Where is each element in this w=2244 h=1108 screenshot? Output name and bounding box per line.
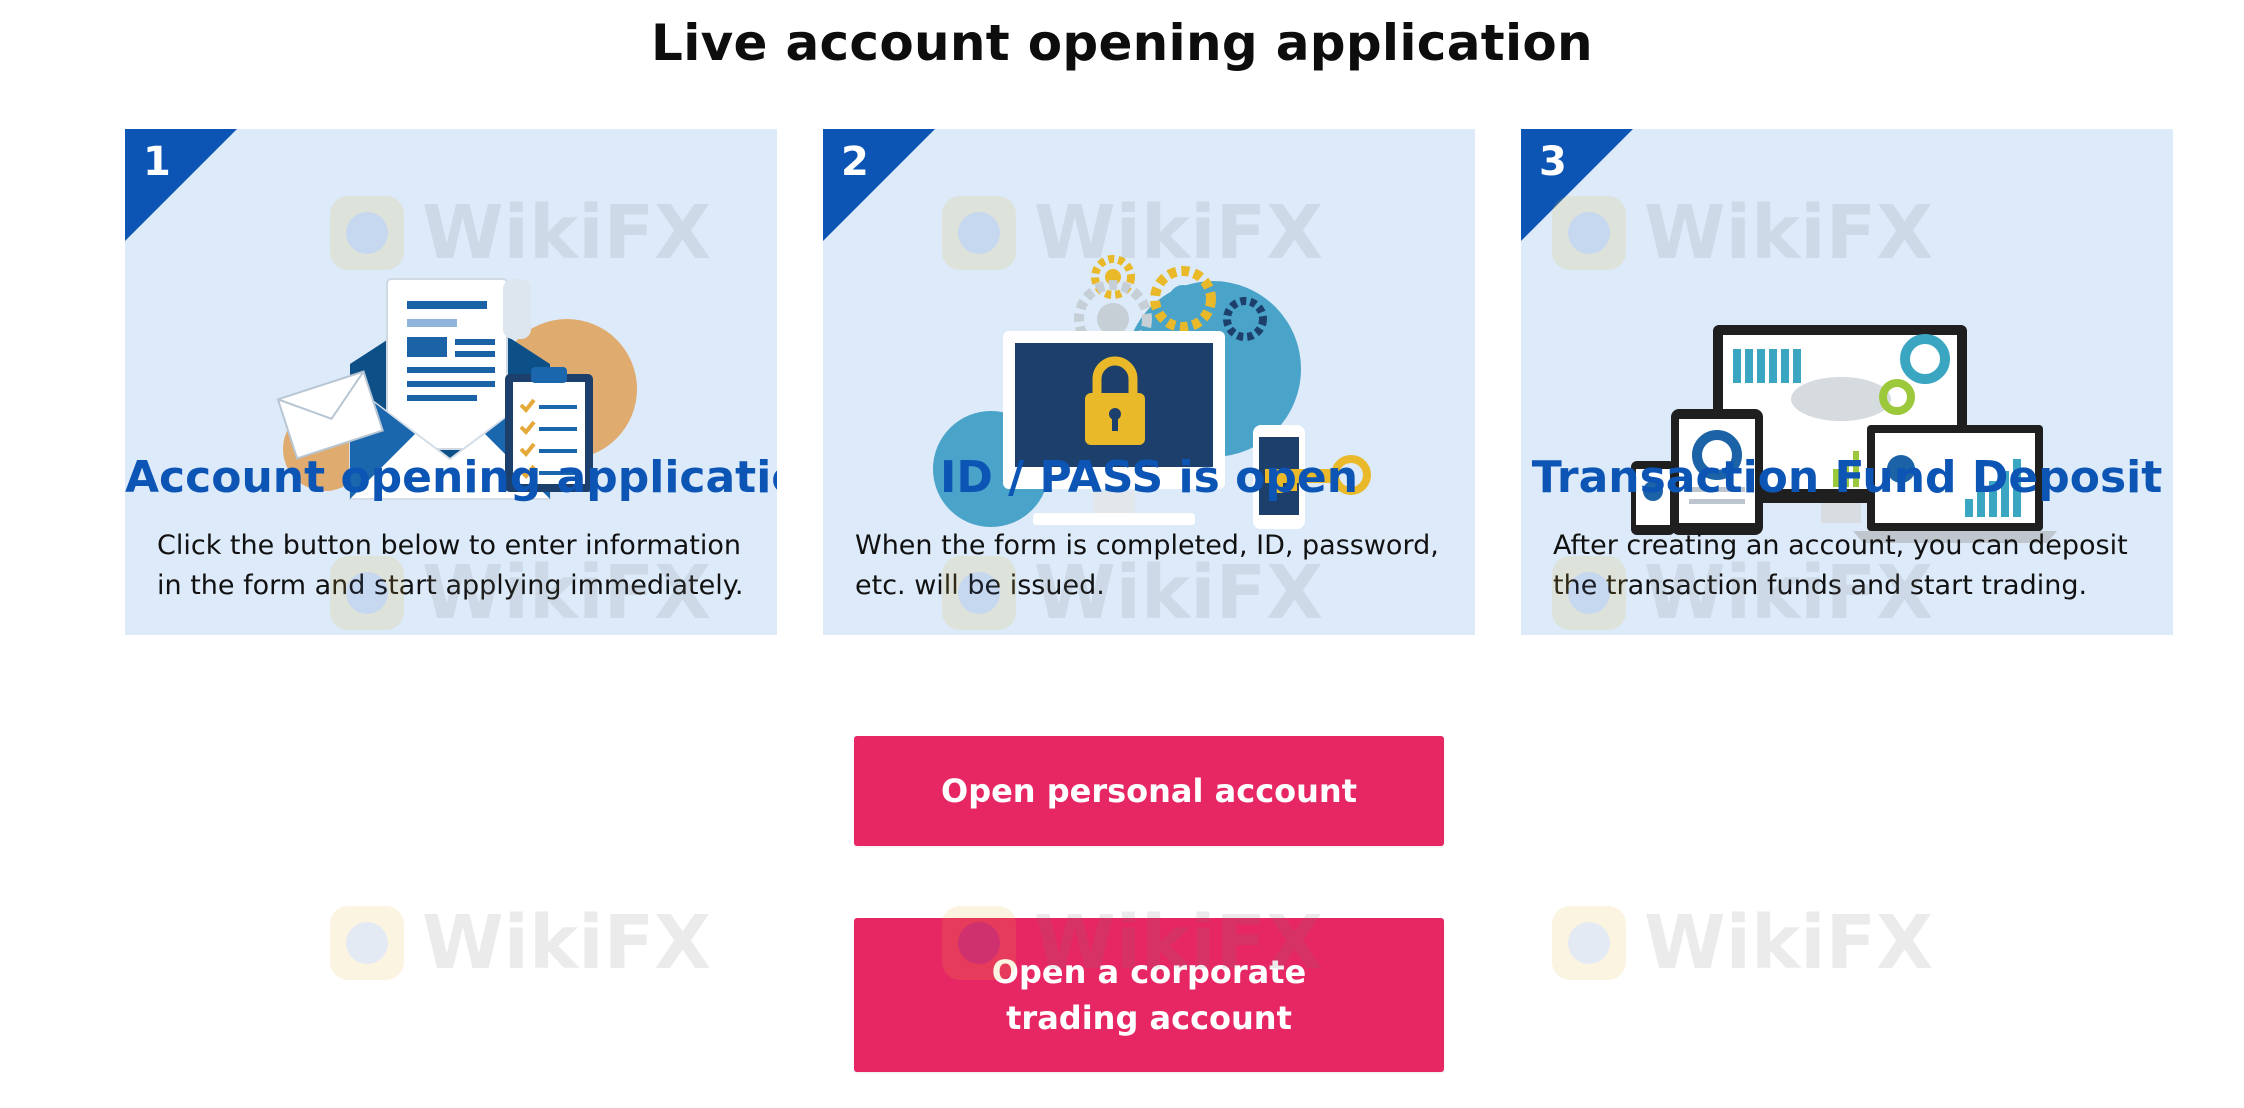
step-card-3: 3 [1521,129,2173,635]
step-number-1: 1 [143,139,171,185]
step-title-1: Account opening application [125,452,777,503]
mail-document-checklist-icon [276,278,637,500]
page-title: Live account opening application [651,14,1593,72]
open-personal-account-button[interactable]: Open personal account [854,736,1444,846]
step-description-2: When the form is completed, ID, password… [855,530,1439,601]
watermark: WikiFX [1552,900,1933,986]
computer-lock-key-icon [933,255,1371,529]
step-title-3: Transaction Fund Deposit [1531,452,2163,503]
step-description-1: Click the button below to enter informat… [157,530,744,601]
step-corner-3 [1521,129,1633,241]
step-title-2: ID / PASS is open [939,452,1359,503]
watermark-logo-icon [1552,906,1626,980]
watermark-logo-icon [330,906,404,980]
multi-device-dashboard-icon [1631,325,2057,543]
step-description-3: After creating an account, you can depos… [1553,530,2128,601]
open-corporate-account-button[interactable]: Open a corporate trading account [854,918,1444,1072]
step-corner-2 [823,129,935,241]
step-card-2: 2 ID / PASS is open When the form is com… [823,129,1475,635]
step-corner-1 [125,129,237,241]
open-corporate-account-label: Open a corporate trading account [991,953,1307,1037]
watermark: WikiFX [330,900,711,986]
open-personal-account-label: Open personal account [940,772,1357,810]
step-card-1: 1 [125,129,777,635]
step-number-3: 3 [1539,139,1567,185]
step-number-2: 2 [841,139,869,185]
